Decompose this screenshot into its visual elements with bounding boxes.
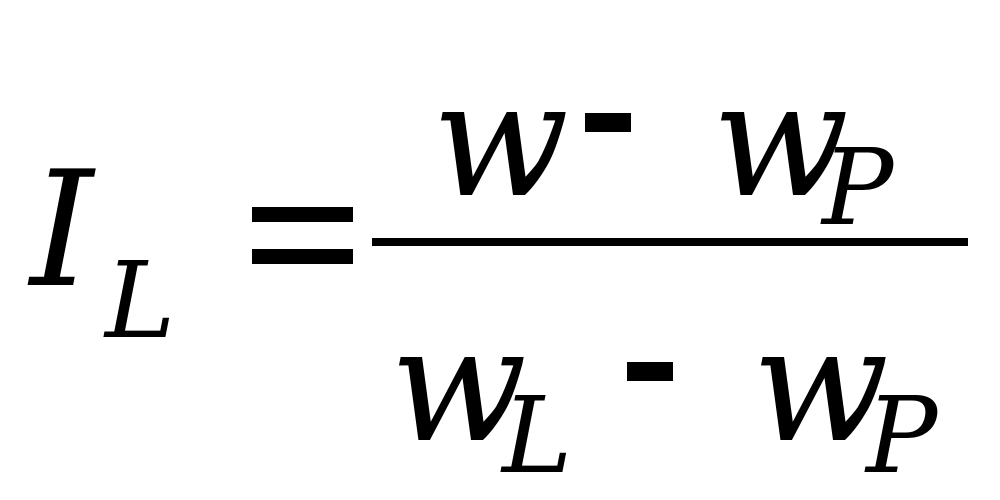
lhs-symbol: I [30, 136, 94, 323]
equals-top-bar [252, 207, 353, 222]
denominator-term1-subscript: L [502, 374, 573, 497]
equals-bottom-bar [252, 249, 353, 264]
numerator-term2-symbol: w [712, 46, 849, 233]
denominator-term2-symbol: w [752, 291, 889, 478]
numerator-term2-subscript: P [822, 126, 894, 249]
denominator-term1-symbol: w [390, 291, 527, 478]
denominator-minus-sign [627, 362, 673, 381]
lhs-subscript: L [105, 239, 176, 362]
numerator-term1-symbol: w [432, 46, 569, 233]
fraction-bar [372, 238, 968, 246]
denominator-term2-subscript: P [866, 374, 938, 497]
numerator-minus-sign [585, 113, 631, 132]
